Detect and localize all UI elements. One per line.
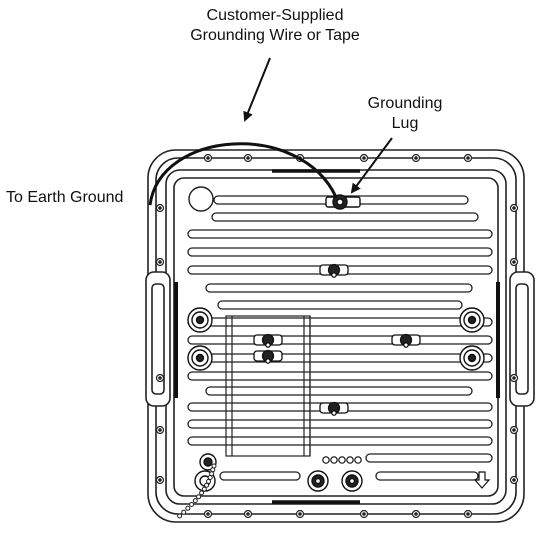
wire-callout-line2: Grounding Wire or Tape — [140, 26, 410, 46]
screw-center — [207, 513, 209, 515]
status-leds — [323, 457, 361, 463]
screw-center — [247, 513, 249, 515]
screw-center — [159, 207, 161, 209]
mount-hole — [189, 187, 213, 211]
screw-center — [513, 479, 515, 481]
cooling-fin — [206, 284, 472, 292]
right-handle — [510, 272, 534, 406]
cooling-fin — [218, 301, 462, 309]
chain-bead — [200, 491, 204, 495]
lug-callout-line1: Grounding — [350, 94, 460, 114]
cooling-fin — [188, 420, 492, 428]
clip-pin — [266, 359, 270, 363]
cooling-fin — [188, 318, 492, 326]
status-led — [331, 457, 337, 463]
wire-callout-line1: Customer-Supplied — [140, 6, 410, 26]
connector-pin — [197, 355, 204, 362]
cooling-fin — [376, 472, 478, 480]
left-handle — [146, 272, 170, 406]
chain-bead — [211, 468, 215, 472]
chain-bead — [202, 487, 206, 491]
cooling-fin — [206, 387, 472, 395]
screw-center — [363, 157, 365, 159]
screw-center — [467, 513, 469, 515]
chain-bead — [186, 506, 190, 510]
screw-center — [415, 157, 417, 159]
clip-pin — [332, 411, 336, 415]
connector-pin — [469, 317, 476, 324]
cooling-fin — [188, 372, 492, 380]
lug-callout-label: Grounding Lug — [350, 94, 460, 134]
cooling-fin — [220, 472, 300, 480]
chain-bead — [190, 503, 194, 507]
status-led — [347, 457, 353, 463]
clip-pin — [266, 343, 270, 347]
screw-center — [159, 261, 161, 263]
lug-callout-line2: Lug — [350, 114, 460, 134]
cooling-fin — [188, 248, 492, 256]
screw-center — [415, 513, 417, 515]
screw-center — [513, 207, 515, 209]
chain-bead — [182, 510, 186, 514]
clip-pin — [404, 343, 408, 347]
screw-center — [513, 377, 515, 379]
cooling-fin — [188, 437, 492, 445]
wire-callout-label: Customer-Supplied Grounding Wire or Tape — [140, 6, 410, 46]
chain-bead — [193, 499, 197, 503]
cooling-fin — [366, 454, 492, 462]
chain-bead — [178, 514, 182, 518]
chain-bead — [205, 483, 209, 487]
screw-center — [159, 429, 161, 431]
chain-bead — [197, 495, 201, 499]
connector-pin — [197, 317, 204, 324]
cooling-fin — [188, 230, 492, 238]
status-led — [355, 457, 361, 463]
grounding-lug — [326, 195, 360, 209]
earth-ground-label: To Earth Ground — [6, 188, 123, 208]
chain-bead — [208, 476, 212, 480]
screw-center — [159, 377, 161, 379]
screw-center — [159, 479, 161, 481]
screw-center — [467, 157, 469, 159]
cooling-fin — [188, 336, 492, 344]
wire-leader-arrow — [245, 58, 270, 120]
screw-center — [513, 429, 515, 431]
screw-center — [299, 513, 301, 515]
connector-pin — [469, 355, 476, 362]
status-led — [339, 457, 345, 463]
status-led — [323, 457, 329, 463]
screw-center — [363, 513, 365, 515]
screw-center — [247, 157, 249, 159]
screw-center — [207, 157, 209, 159]
cooling-fin — [188, 354, 492, 362]
cooling-fins — [188, 196, 492, 480]
screw-center — [513, 261, 515, 263]
clip-pin — [332, 273, 336, 277]
cooling-fin — [212, 213, 478, 221]
